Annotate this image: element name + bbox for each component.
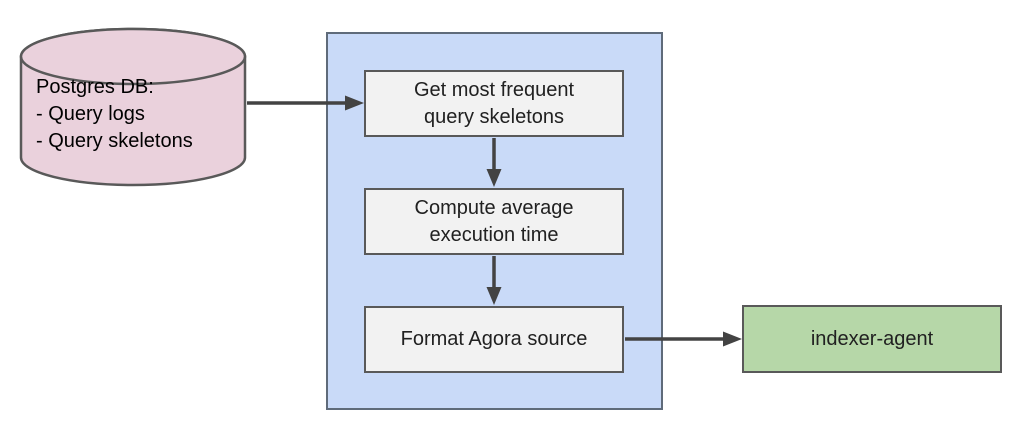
- step-label-line: Get most frequent: [413, 78, 575, 101]
- step-label-line: execution time: [429, 223, 559, 246]
- step-label-line: query skeletons: [423, 105, 565, 128]
- step-get-most-frequent-query-skeletons: Get most frequent query skeletons: [364, 70, 624, 137]
- step-label-line: Format Agora source: [400, 328, 588, 350]
- database-title: Postgres DB:: [36, 76, 154, 98]
- step-format-agora-source: Format Agora source: [364, 306, 624, 373]
- indexer-agent-label: indexer-agent: [810, 327, 934, 350]
- database-cylinder-shape: [19, 27, 247, 187]
- step-label-line: Compute average: [414, 196, 574, 219]
- database-item-query-skeletons: - Query skeletons: [36, 130, 193, 152]
- database-item-query-logs: - Query logs: [36, 103, 145, 125]
- node-indexer-agent: indexer-agent: [742, 305, 1002, 373]
- database-label: Postgres DB: - Query logs - Query skelet…: [36, 74, 241, 155]
- step-compute-average-execution-time: Compute average execution time: [364, 188, 624, 255]
